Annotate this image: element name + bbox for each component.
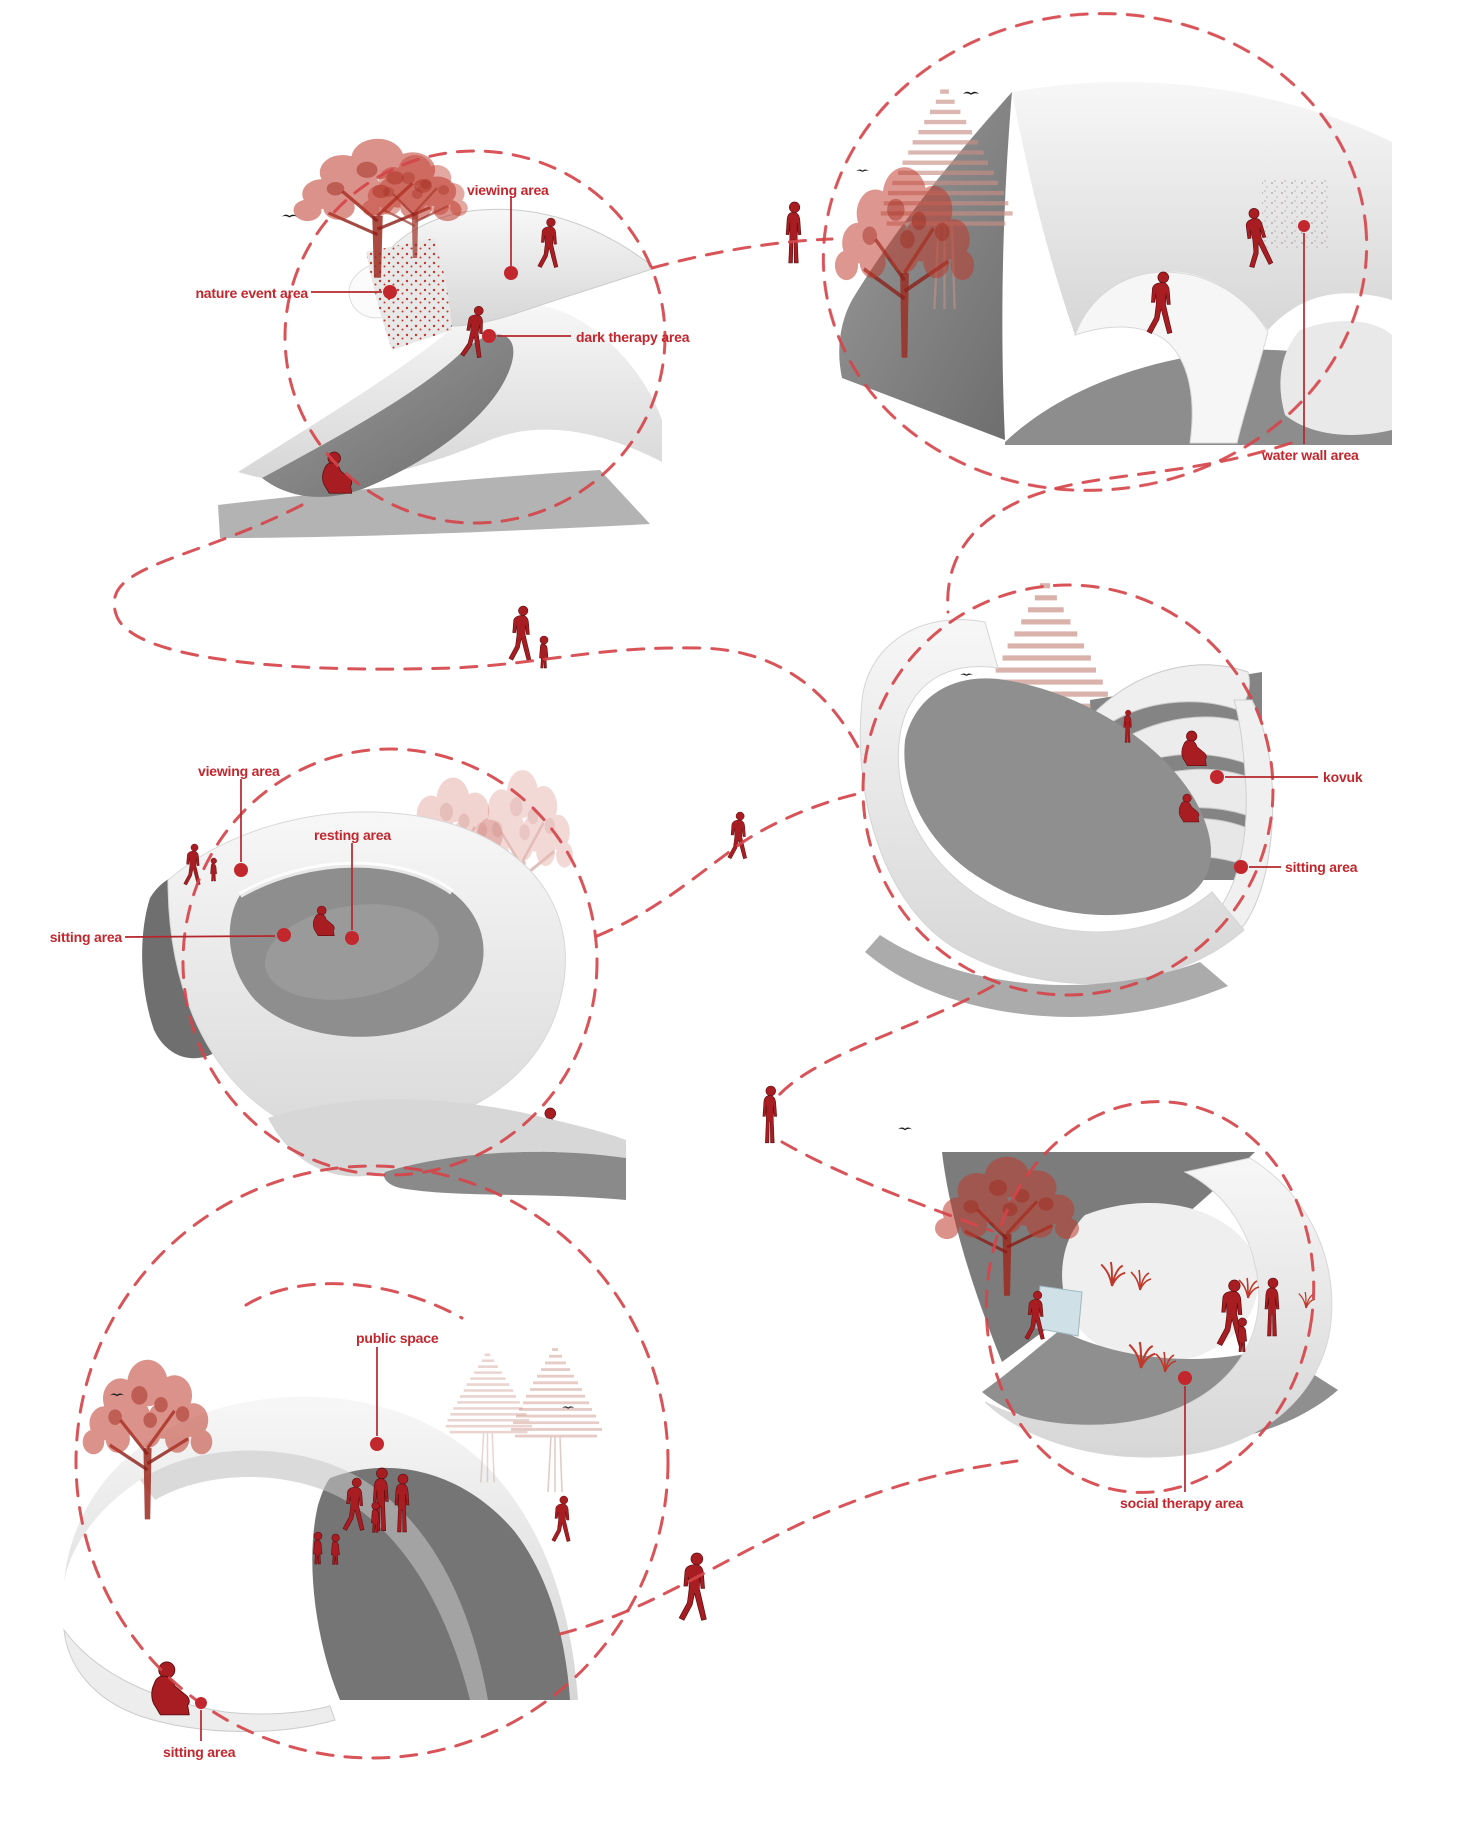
- label-sitting-area-kovuk: sitting area: [1285, 859, 1358, 875]
- dashed-circle-vignette-3: [861, 583, 1275, 997]
- vignette-2-structure: [839, 81, 1392, 445]
- bird-icon: [963, 91, 979, 95]
- label-nature-event-area: nature event area: [195, 285, 308, 301]
- child-figure: [539, 635, 549, 669]
- child-figure: [1237, 1317, 1248, 1353]
- label-water-wall-area: water wall area: [1262, 447, 1359, 463]
- vignette-1-structure: [218, 208, 662, 538]
- standing-person-figure: [785, 201, 802, 264]
- label-sitting-area-bowl: sitting area: [49, 929, 122, 945]
- walking-person-figure: [727, 811, 748, 860]
- label-resting-area: resting area: [314, 827, 391, 843]
- label-sitting-area-hill: sitting area: [163, 1744, 236, 1760]
- walking-person-figure: [508, 605, 532, 661]
- leader-dot-icon: [195, 220, 1310, 1709]
- vignette-4-structure: [142, 811, 589, 1178]
- standing-person-figure: [762, 1085, 778, 1144]
- walking-person-figure: [551, 1495, 571, 1542]
- journey-path: [112, 237, 1293, 1636]
- bird-icon: [856, 169, 869, 172]
- nature-event-speckles: [366, 238, 452, 350]
- vignette-3-structure: [859, 619, 1274, 1017]
- label-social-therapy-area: social therapy area: [1120, 1495, 1244, 1511]
- label-dark-therapy-area: dark therapy area: [576, 329, 690, 345]
- dashed-circle-vignette-1: [283, 149, 667, 525]
- dashed-circle-vignette-4: [181, 747, 599, 1177]
- bird-icon: [960, 673, 973, 676]
- label-public-space: public space: [356, 1330, 439, 1346]
- water-wall-spray: [1262, 178, 1328, 248]
- crouching-person-figure: [150, 1661, 191, 1716]
- leader-lines: [124, 197, 1318, 1741]
- bird-icon: [898, 1127, 912, 1131]
- label-viewing-area-1: viewing area: [467, 182, 549, 198]
- label-kovuk: kovuk: [1323, 769, 1363, 785]
- dashed-circle-vignette-2: [821, 12, 1369, 492]
- label-viewing-area-2: viewing area: [198, 763, 280, 779]
- walking-person-figure: [678, 1552, 707, 1621]
- dashed-circle-vignette-5: [74, 1164, 670, 1760]
- bird-icon: [282, 214, 297, 218]
- dashed-circle-vignette-6: [984, 1100, 1316, 1494]
